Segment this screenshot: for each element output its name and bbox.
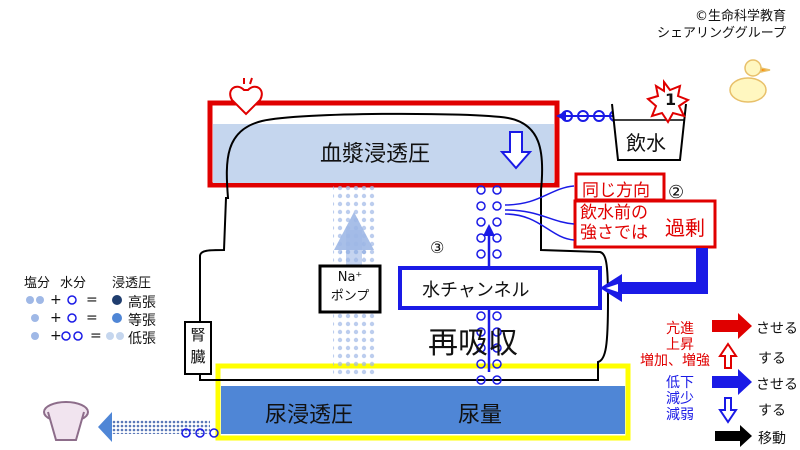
- legend-increase-1: 亢進: [666, 321, 694, 337]
- legend-make-1: させる: [756, 321, 798, 337]
- burst-icon: [645, 79, 691, 124]
- excess-reason-label: 飲水前の 強さでは: [580, 203, 648, 243]
- same-direction-label: 同じ方向: [582, 181, 650, 201]
- legend-increase-2: 上昇: [666, 337, 694, 353]
- excess-to-channel-arrow-inner: [606, 284, 618, 292]
- na-pump-label: Na⁺ ポンプ: [324, 268, 376, 306]
- legend-row2-plus: +: [50, 310, 62, 326]
- excess-line2: 強さでは: [580, 223, 648, 243]
- step1-label: 1: [665, 90, 677, 109]
- legend-decrease-2: 減少: [666, 391, 694, 407]
- legend-row1-plus: +: [50, 292, 62, 308]
- drinking-water-label: 飲水: [626, 131, 666, 155]
- na-pump-line1: Na⁺: [337, 270, 363, 285]
- excess-box: [573, 199, 717, 249]
- excess-to-channel-arrow: [600, 248, 708, 302]
- legend-do-1: する: [758, 351, 786, 367]
- credit-line1: ©生命科学教育: [694, 9, 786, 24]
- legend-row1-label: 高張: [128, 295, 156, 311]
- left-legend-symbols: [26, 295, 124, 341]
- legend-increase-3: 増加、増強: [640, 353, 710, 369]
- urine-out-circles: [181, 428, 219, 438]
- excess-line1: 飲水前の: [580, 203, 648, 223]
- water-intake-arrow-head: [556, 111, 566, 121]
- credit-line2: シェアリンググループ: [657, 26, 786, 41]
- body-outline: [199, 112, 610, 381]
- urine-out-arrow-head: [98, 412, 112, 442]
- water-channel-label: 水チャンネル: [422, 280, 530, 301]
- reabsorption-label: 再吸収: [428, 326, 518, 361]
- water-channel-box: [398, 266, 602, 310]
- legend-row1-eq: =: [86, 292, 98, 308]
- plasma-down-arrow: [499, 131, 533, 170]
- urine-out-dots: [110, 420, 210, 434]
- same-direction-box: [574, 172, 666, 202]
- reabsorption-solid-arrow-head: [334, 212, 374, 250]
- legend-osmotic: 浸透圧: [112, 276, 152, 291]
- heart-icon: [229, 77, 263, 116]
- legend-row3-label: 低張: [128, 331, 156, 347]
- urine-osmotic-label: 尿浸透圧: [265, 403, 354, 428]
- urine-volume-label: 尿量: [458, 403, 503, 428]
- legend-do-2: する: [758, 403, 786, 419]
- legend-decrease-1: 低下: [666, 375, 694, 391]
- kidney-box: [184, 321, 212, 375]
- legend-row2-label: 等張: [128, 313, 156, 329]
- toilet-icon: [43, 401, 89, 441]
- legend-water: 水分: [60, 276, 87, 291]
- credit: ©生命科学教育 シェアリンググループ: [657, 8, 786, 42]
- na-pump-line2: ポンプ: [330, 289, 370, 304]
- legend-row2-eq: =: [86, 310, 98, 326]
- duck-icon: [729, 59, 771, 103]
- feedback-curves: [504, 185, 575, 241]
- urine-fill: [221, 386, 625, 434]
- step3-label: ③: [430, 238, 445, 257]
- legend-row3-eq: =: [90, 328, 102, 344]
- legend-salt: 塩分: [24, 276, 51, 291]
- legend-row3-plus: +: [50, 328, 62, 344]
- legend-make-2: させる: [756, 377, 798, 393]
- excess-word-label: 過剰: [665, 216, 705, 240]
- na-pump-box: [318, 264, 382, 314]
- step2-label: ②: [668, 182, 685, 203]
- plasma-fill: [213, 124, 554, 183]
- legend-decrease-3: 減弱: [666, 407, 694, 423]
- plasma-osmotic-label: 血漿浸透圧: [320, 142, 431, 167]
- water-channel-arrow-head: [483, 224, 495, 236]
- kidney-label: 腎臓: [190, 326, 206, 366]
- legend-move: 移動: [758, 431, 786, 447]
- right-legend-symbols: [712, 313, 752, 447]
